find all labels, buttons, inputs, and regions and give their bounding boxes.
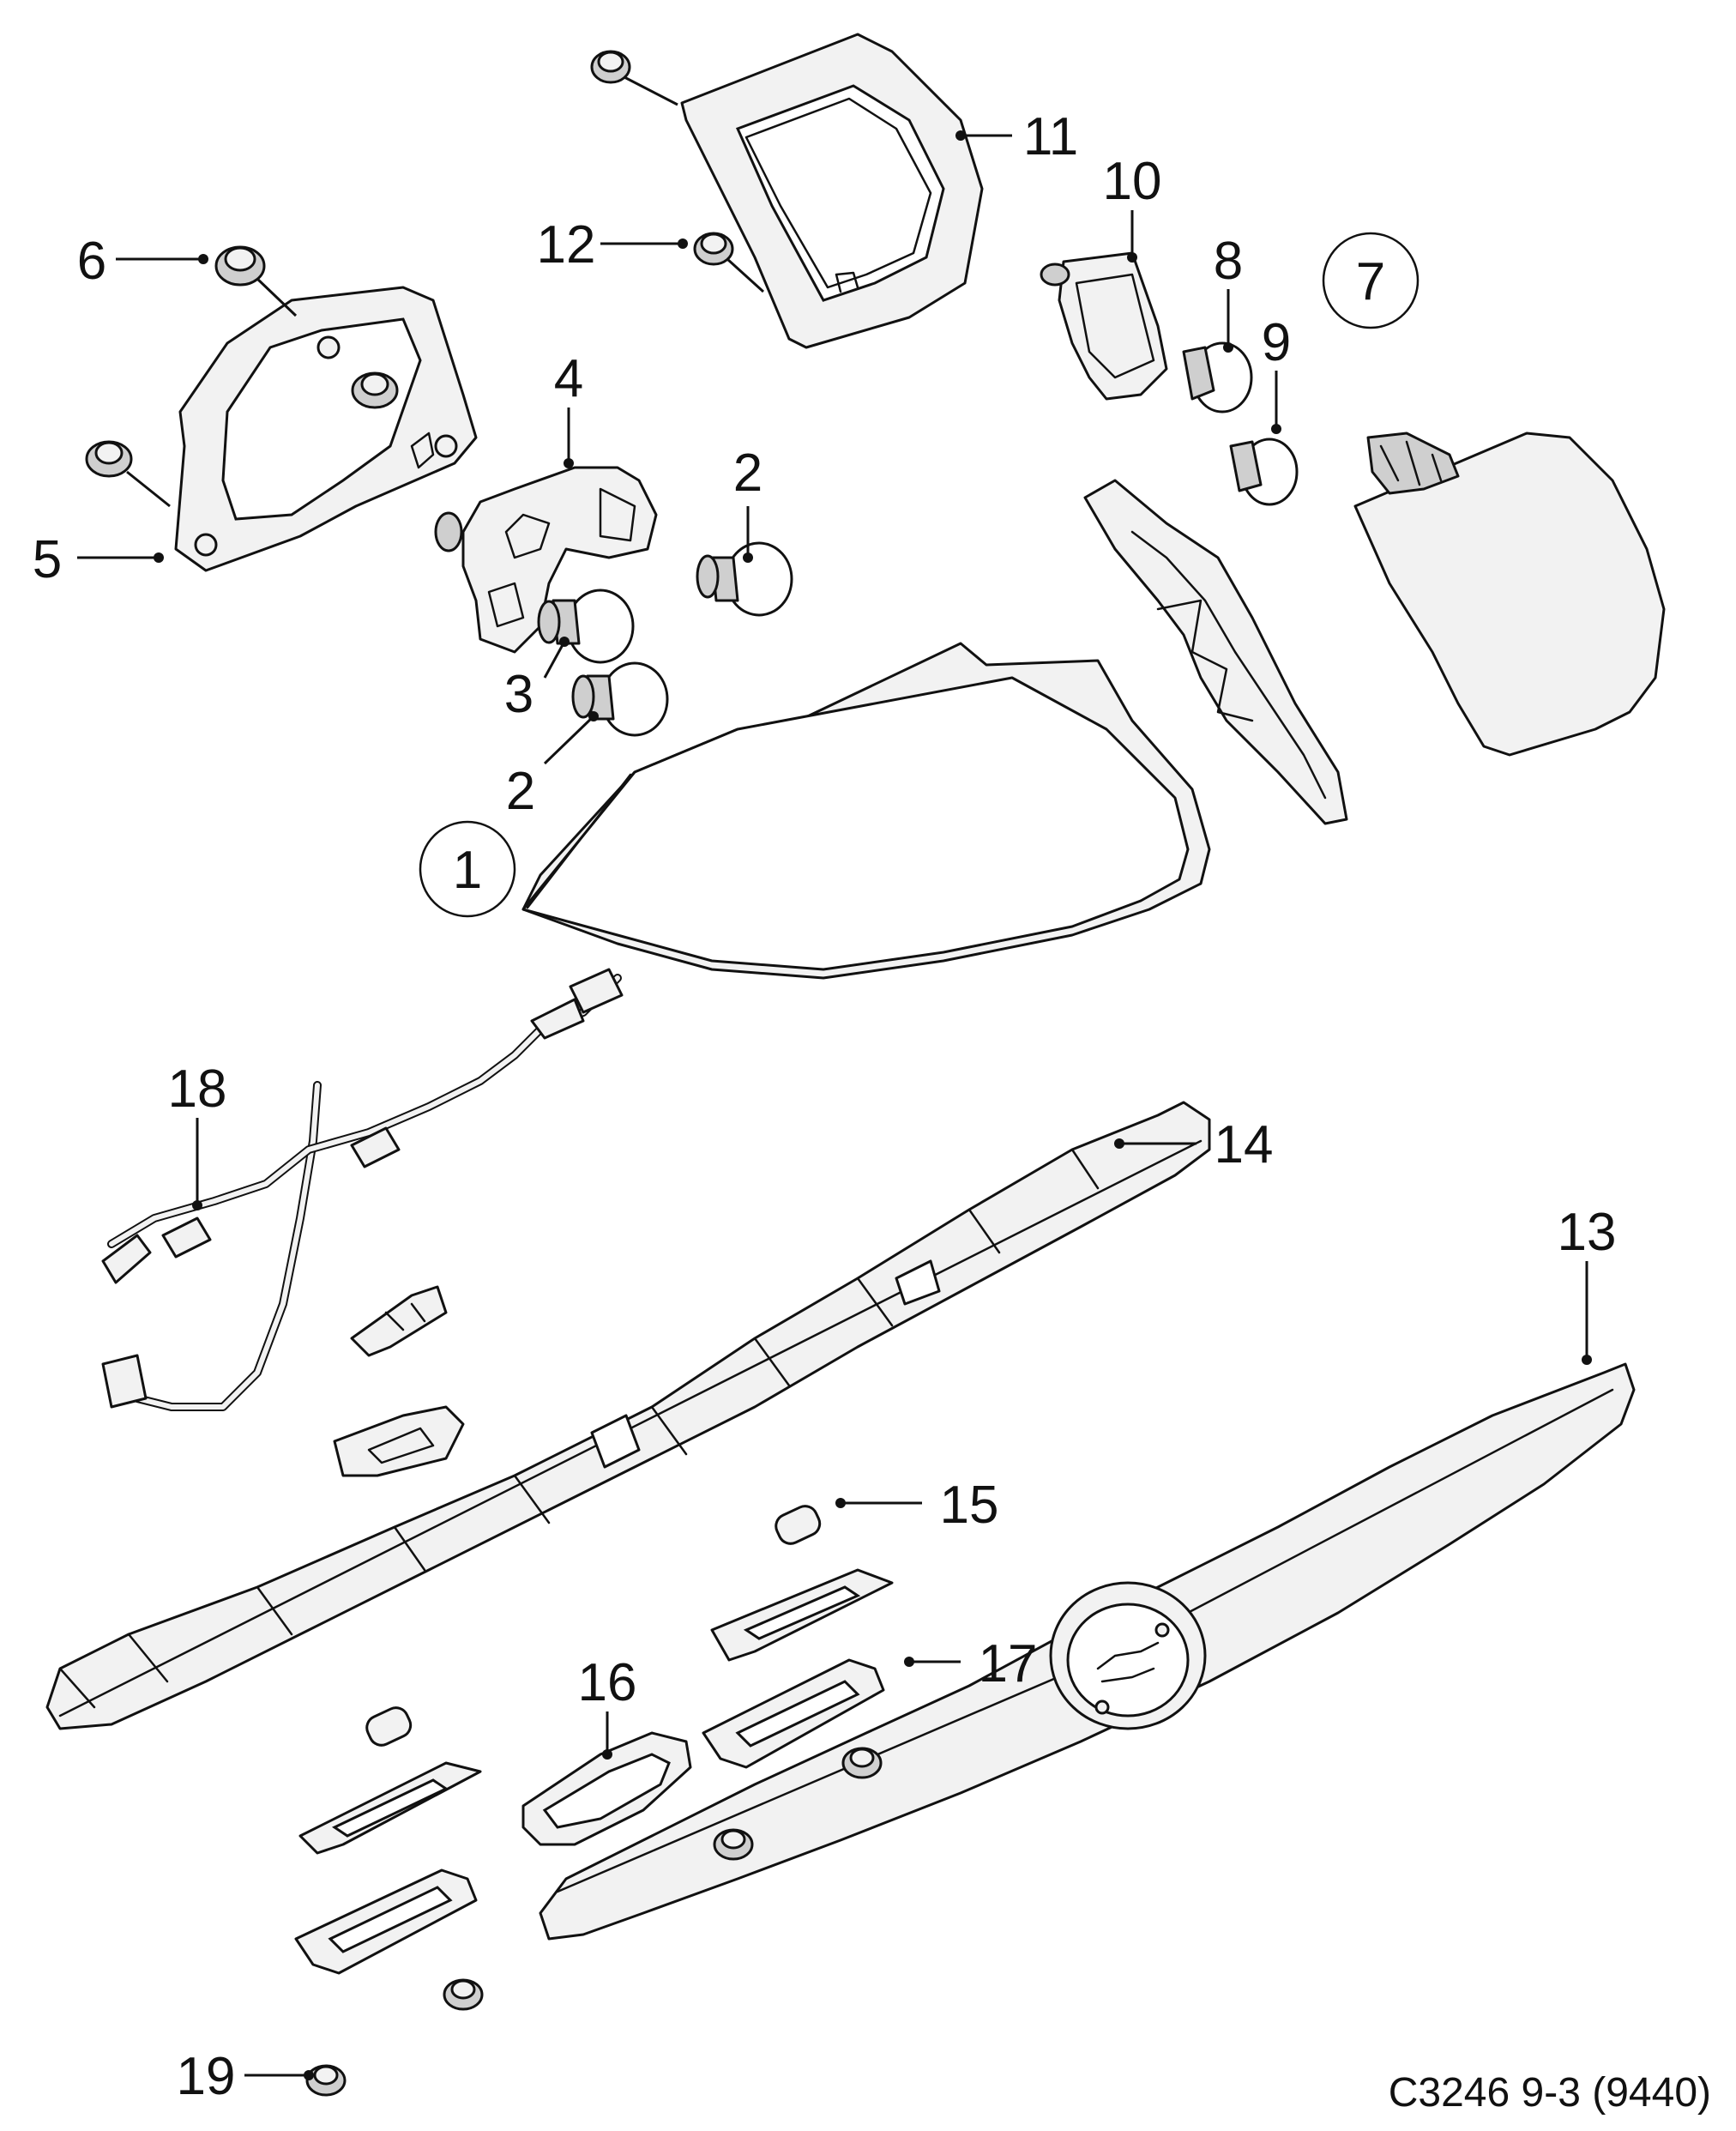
- gasket-part-16: [521, 1731, 692, 1846]
- callout-6: 6: [77, 232, 106, 291]
- bulb-holder-part-4: [434, 466, 658, 654]
- callout-10: 10: [1103, 152, 1162, 211]
- callout-1: 1: [453, 841, 482, 900]
- tail-lamp-part-1: [521, 642, 1211, 980]
- grommet-part-19: [305, 1747, 883, 2097]
- plate-part-17: [294, 1568, 894, 1975]
- callout-18: 18: [168, 1059, 227, 1119]
- callout-circle-1: [419, 820, 516, 918]
- diagram-reference-code: C3246 9-3 (9440): [1389, 2070, 1711, 2116]
- callout-14: 14: [1215, 1115, 1274, 1174]
- outer-lamp-lens: [1353, 432, 1666, 757]
- bulb-part-3: [537, 589, 635, 664]
- callout-15: 15: [940, 1476, 999, 1535]
- callout-3: 3: [504, 665, 533, 724]
- callout-16: 16: [578, 1653, 637, 1712]
- bulb-part-9: [1229, 438, 1299, 506]
- clip-upper: [350, 1285, 448, 1357]
- bulb-holder-part-10: [1040, 251, 1168, 401]
- callout-circle-7: [1322, 232, 1420, 329]
- callout-2-lower: 2: [506, 762, 535, 821]
- callout-7: 7: [1356, 252, 1385, 311]
- bulb-part-8: [1182, 341, 1253, 414]
- callout-9: 9: [1262, 313, 1291, 372]
- callout-17: 17: [979, 1634, 1038, 1693]
- callout-13: 13: [1558, 1203, 1617, 1262]
- bulb-part-2-upper: [696, 541, 793, 617]
- callout-5: 5: [33, 530, 62, 589]
- bracket-part-5: [174, 286, 478, 572]
- nut-part-6: [85, 245, 399, 508]
- callout-4: 4: [554, 349, 583, 408]
- callout-2-upper: 2: [733, 444, 763, 503]
- clip-lower: [333, 1405, 465, 1477]
- callout-leaders: [77, 130, 1592, 2080]
- callout-12: 12: [537, 215, 596, 275]
- callout-11: 11: [1023, 107, 1078, 166]
- callout-8: 8: [1214, 232, 1243, 291]
- gasket-frame-part-11: [680, 33, 984, 349]
- handle-trim-part-13: [539, 1362, 1636, 1941]
- nut-part-12: [590, 50, 765, 293]
- wiring-harness-part-18: [101, 968, 624, 1411]
- inner-lamp-housing: [1083, 479, 1348, 825]
- cap-part-15: [365, 1505, 822, 1747]
- bulb-part-2-lower: [571, 661, 669, 737]
- trim-rail-part-14: [45, 1101, 1211, 1730]
- callout-19: 19: [177, 2047, 236, 2106]
